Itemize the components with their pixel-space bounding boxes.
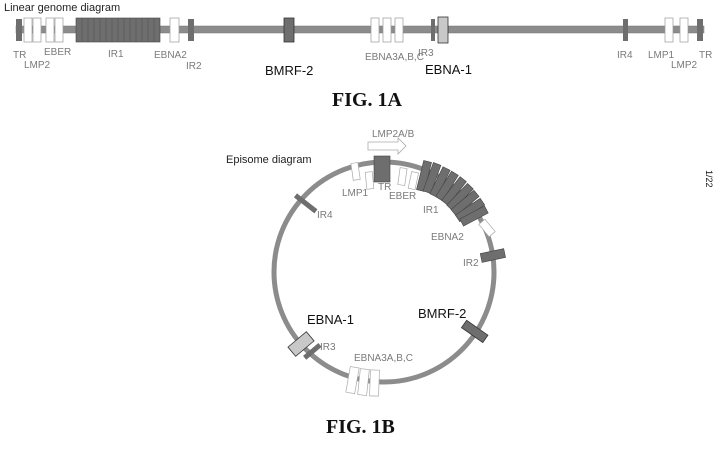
episome-lmp2ab-arrow (367, 137, 407, 155)
episome-label-ir4: IR4 (317, 210, 333, 221)
linear-ebna3-box (370, 17, 380, 43)
linear-label-ir4: IR4 (617, 50, 633, 61)
episome-eber-box (397, 167, 408, 186)
linear-eber-box (54, 17, 64, 43)
linear-ebna3-box (382, 17, 392, 43)
episome-eber-box (407, 171, 419, 191)
linear-tr-right-block (697, 19, 703, 41)
episome-label-eber: EBER (389, 191, 416, 202)
linear-label-tr-left: TR (13, 50, 26, 61)
linear-lmp1-box (664, 17, 674, 43)
linear-label-tr-right: TR (699, 50, 712, 61)
linear-ebna2-box (169, 17, 180, 43)
episome-ir2-block (479, 248, 506, 263)
episome-lmp1-box (350, 162, 361, 181)
linear-label-eber: EBER (44, 47, 71, 58)
linear-label-lmp1: LMP1 (648, 50, 675, 61)
fig-1a-caption: FIG. 1A (332, 89, 403, 111)
episome-bmrf2-block (460, 319, 489, 344)
linear-label-bmrf2: BMRF-2 (265, 63, 313, 78)
episome-ir4-block (293, 193, 318, 214)
episome-ebna3-box (369, 369, 380, 397)
linear-eber-box (45, 17, 55, 43)
episome-diagram-title: Episome diagram (226, 154, 312, 166)
linear-lmp2-left-box (23, 17, 33, 43)
linear-diagram-title: Linear genome diagram (4, 2, 120, 14)
linear-label-ebna3: EBNA3A,B,C (365, 52, 424, 63)
linear-label-lmp2-left: LMP2 (24, 60, 51, 71)
linear-label-ebna1: EBNA-1 (425, 62, 472, 77)
episome-ebna3-box (357, 368, 370, 396)
linear-ir1-repeats (75, 17, 161, 43)
episome-label-lmp1: LMP1 (342, 188, 369, 199)
episome-lmp1-box (364, 171, 375, 190)
episome-label-lmp2ab: LMP2A/B (372, 129, 415, 140)
linear-ir3-block (431, 19, 435, 41)
fig-1b-caption: FIG. 1B (326, 416, 395, 438)
linear-label-ir2: IR2 (186, 61, 202, 72)
episome-label-tr: TR (378, 182, 391, 193)
linear-label-ir3: IR3 (418, 48, 434, 59)
episome-label-ir3: IR3 (320, 342, 336, 353)
episome-label-ir1: IR1 (423, 205, 439, 216)
linear-label-ebna2: EBNA2 (154, 50, 187, 61)
linear-genome-diagram: Linear genome diagram (4, 2, 712, 111)
linear-ebna3-box (394, 17, 404, 43)
episome-ebna2-box (478, 218, 496, 238)
linear-label-lmp2-right: LMP2 (671, 60, 698, 71)
episome-ebna1-block (287, 331, 315, 357)
episome-ir3-block (303, 343, 322, 360)
episome-label-ebna2: EBNA2 (431, 232, 464, 243)
linear-ir4-block (623, 19, 628, 41)
linear-lmp2-left-box (32, 17, 42, 43)
linear-tr-left-block (16, 19, 22, 41)
episome-label-ebna3: EBNA3A,B,C (354, 353, 413, 364)
episome-ir1-repeats (416, 160, 489, 227)
episome-label-ir2: IR2 (463, 258, 479, 269)
page-number: 1/22 (704, 170, 714, 188)
episome-tr-block (373, 155, 391, 183)
episome-ebna3-box (345, 366, 360, 395)
linear-bmrf2-block (283, 17, 295, 43)
linear-ir2-block (188, 19, 194, 41)
linear-label-ir1: IR1 (108, 49, 124, 60)
linear-lmp2-right-box (679, 17, 689, 43)
episome-diagram: Episome diagram (226, 129, 506, 438)
episome-label-ebna1: EBNA-1 (307, 312, 354, 327)
linear-ebna1-block (437, 16, 449, 44)
episome-label-bmrf2: BMRF-2 (418, 306, 466, 321)
